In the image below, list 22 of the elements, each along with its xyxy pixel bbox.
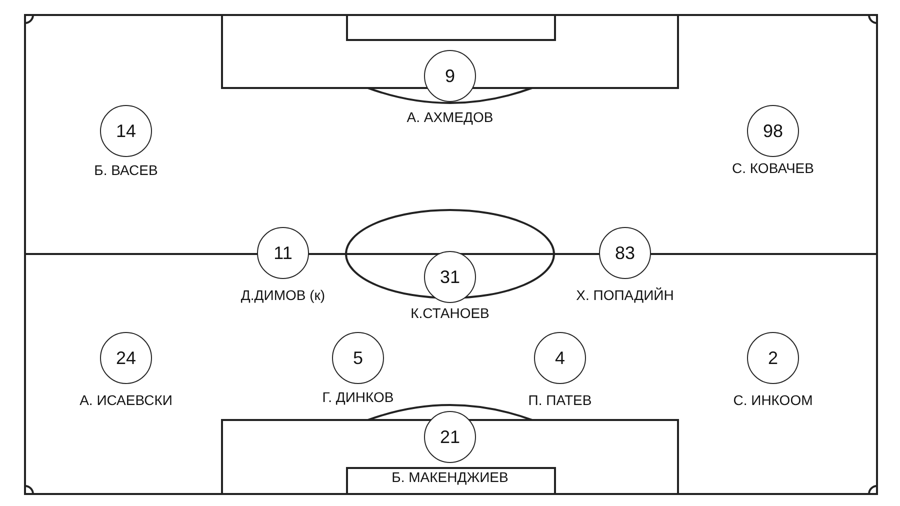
jersey-number-circle: 24 [100,332,152,384]
player-name: А. АХМЕДОВ [404,109,496,125]
player-name: Д.ДИМОВ (к) [238,287,328,303]
player-name: А. ИСАЕВСКИ [78,392,174,408]
player-name: С. КОВАЧЕВ [730,160,816,176]
jersey-number-circle: 14 [100,105,152,157]
player-name: С. ИНКООМ [731,392,815,408]
jersey-number-circle: 98 [747,105,799,157]
jersey-number-circle: 9 [424,50,476,102]
jersey-number-circle: 21 [424,411,476,463]
jersey-number-circle: 83 [599,227,651,279]
player-name: Б. МАКЕНДЖИЕВ [390,469,510,485]
jersey-number-circle: 31 [424,251,476,303]
player-name: П. ПАТЕВ [526,392,594,408]
player-name: Б. ВАСЕВ [92,162,160,178]
jersey-number-circle: 4 [534,332,586,384]
player-name: Г. ДИНКОВ [320,389,396,405]
player-name: Х. ПОПАДИЙН [574,287,676,303]
jersey-number-circle: 2 [747,332,799,384]
jersey-number-circle: 5 [332,332,384,384]
player-name: К.СТАНОЕВ [408,305,492,321]
jersey-number-circle: 11 [257,227,309,279]
